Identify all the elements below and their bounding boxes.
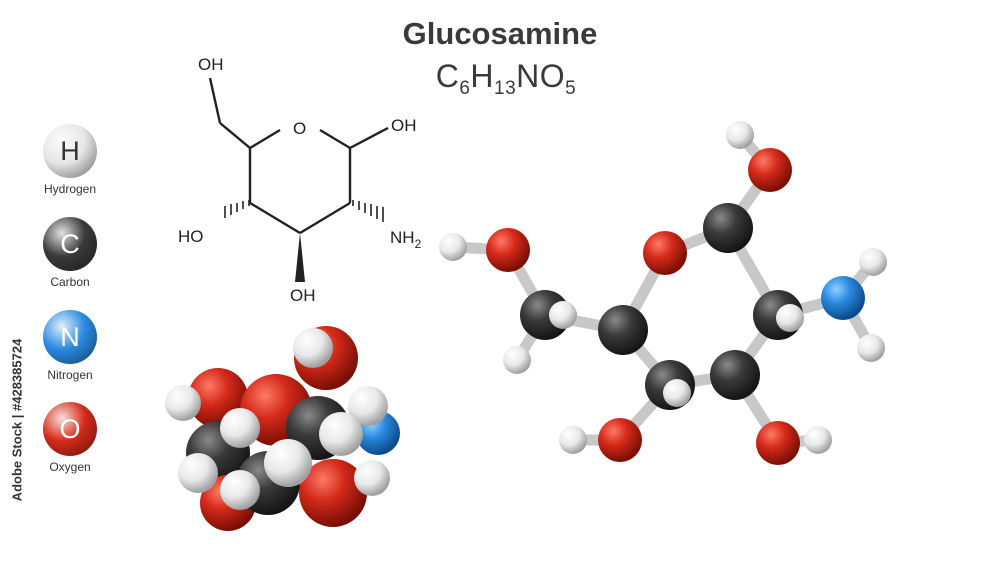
sf-hydrogen-atom	[264, 439, 312, 487]
legend-item-carbon: C Carbon	[30, 217, 110, 289]
bs-hydrogen-atom	[726, 121, 754, 149]
bs-carbon-atom	[598, 305, 648, 355]
label-bottom-oh: OH	[290, 286, 316, 305]
stereo-bonds	[224, 200, 384, 282]
sf-hydrogen-atom	[348, 386, 388, 426]
bs-oxygen-atom	[598, 418, 642, 462]
bs-hydrogen-atom	[439, 233, 467, 261]
label-left-ho: HO	[178, 227, 204, 246]
bs-hydrogen-atom	[663, 379, 691, 407]
bs-carbon-atom	[703, 203, 753, 253]
ball-and-stick-model	[439, 121, 887, 465]
legend-label-carbon: Carbon	[50, 275, 90, 289]
bs-hydrogen-atom	[857, 334, 885, 362]
bs-hydrogen-atom	[559, 426, 587, 454]
bs-hydrogen-atom	[776, 304, 804, 332]
bs-oxygen-atom	[486, 228, 530, 272]
sf-hydrogen-atom	[220, 470, 260, 510]
bs-hydrogen-atom	[503, 346, 531, 374]
sf-hydrogen-atom	[178, 453, 218, 493]
sf-hydrogen-atom	[165, 385, 201, 421]
nitrogen-ball-icon: N	[43, 310, 97, 364]
bs-oxygen-atom	[748, 148, 792, 192]
label-anomeric-oh: OH	[391, 116, 417, 135]
label-nh2: NH2	[390, 228, 422, 251]
sf-hydrogen-atom	[220, 408, 260, 448]
space-filling-model	[165, 326, 400, 531]
legend-item-hydrogen: H Hydrogen	[30, 124, 110, 196]
bs-nitrogen-atom	[821, 276, 865, 320]
molecular-formula: C6H13NO5	[435, 58, 577, 99]
bs-oxygen-atom	[756, 421, 800, 465]
molecule-name: Glucosamine	[402, 16, 598, 51]
legend-item-oxygen: O Oxygen	[30, 402, 110, 474]
bs-carbon-atom	[710, 350, 760, 400]
sf-hydrogen-atom	[293, 328, 333, 368]
legend-label-oxygen: Oxygen	[49, 460, 91, 474]
carbon-ball-icon: C	[43, 217, 97, 271]
stock-watermark: Adobe Stock | #428385724	[9, 338, 25, 502]
sf-hydrogen-atom	[319, 412, 363, 456]
label-top-oh: OH	[198, 55, 224, 74]
sf-oxygen-atom	[299, 459, 367, 527]
sf-hydrogen-atom	[354, 460, 390, 496]
ring-bonds	[208, 77, 389, 235]
hydrogen-ball-icon: H	[43, 124, 97, 178]
legend-label-hydrogen: Hydrogen	[43, 182, 97, 196]
bs-hydrogen-atom	[549, 301, 577, 329]
legend-item-nitrogen: N Nitrogen	[30, 310, 110, 382]
skeletal-formula-diagram: OH O OH HO OH NH2	[178, 55, 422, 305]
oxygen-ball-icon: O	[43, 402, 97, 456]
legend-label-nitrogen: Nitrogen	[47, 368, 93, 382]
bs-hydrogen-atom	[804, 426, 832, 454]
label-ring-o: O	[293, 119, 306, 138]
bs-ring-oxygen-atom	[643, 231, 687, 275]
bs-hydrogen-atom	[859, 248, 887, 276]
